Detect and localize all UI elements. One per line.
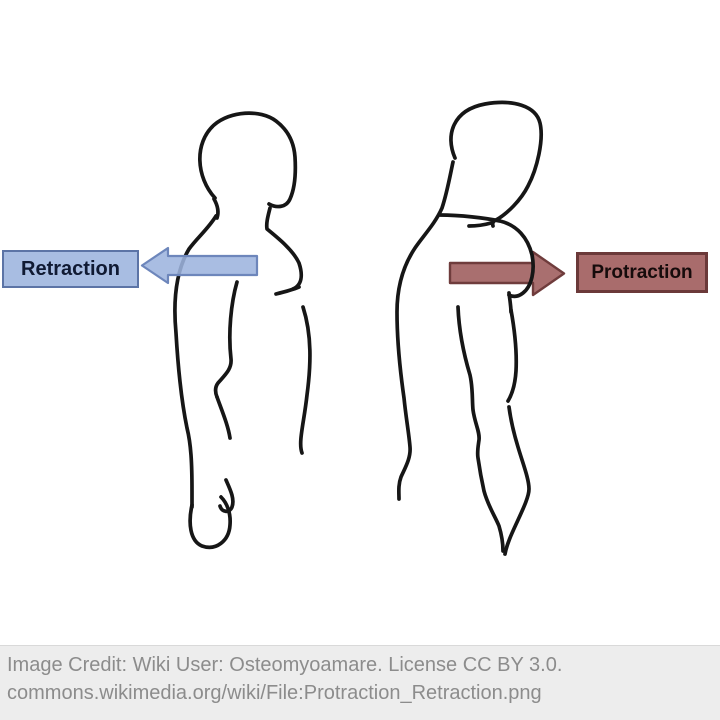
protraction-label: Protraction [576,252,708,293]
protraction-arrow-icon [448,250,566,297]
retraction-figure-head [198,111,298,209]
protraction-label-text: Protraction [591,261,693,283]
protraction-figure [395,100,543,556]
retraction-arrow-icon [140,246,259,285]
retraction-figure-back-arm [173,214,218,509]
retraction-figure [173,111,312,550]
retraction-figure-chest-crease [274,285,301,296]
protraction-figure-chest-lower [503,405,531,556]
protraction-figure-back [395,160,455,501]
credit-line-2: commons.wikimedia.org/wiki/File:Protract… [7,682,542,704]
protraction-figure-inner-arm [456,305,505,553]
retraction-figure-thumb [218,478,235,514]
protraction-figure-jaw [467,221,493,228]
retraction-label: Retraction [2,250,139,288]
protraction-figure-chest-upper [506,308,519,403]
retraction-figure-inner-arm-upper [213,280,239,399]
retraction-figure-inner-arm-lower [215,395,232,440]
retraction-figure-belly [298,305,312,455]
credit-bar: Image Credit: Wiki User: Osteomyoamare. … [0,645,720,720]
retraction-label-text: Retraction [21,257,120,280]
retraction-figure-fist [188,495,232,550]
credit-line-1: Image Credit: Wiki User: Osteomyoamare. … [7,654,563,676]
protraction-figure-head [449,100,543,228]
retraction-figure-neck-front-chest [264,206,304,291]
protraction-retraction-diagram [140,100,566,556]
protraction-figure-shoulder-hump [438,213,535,299]
